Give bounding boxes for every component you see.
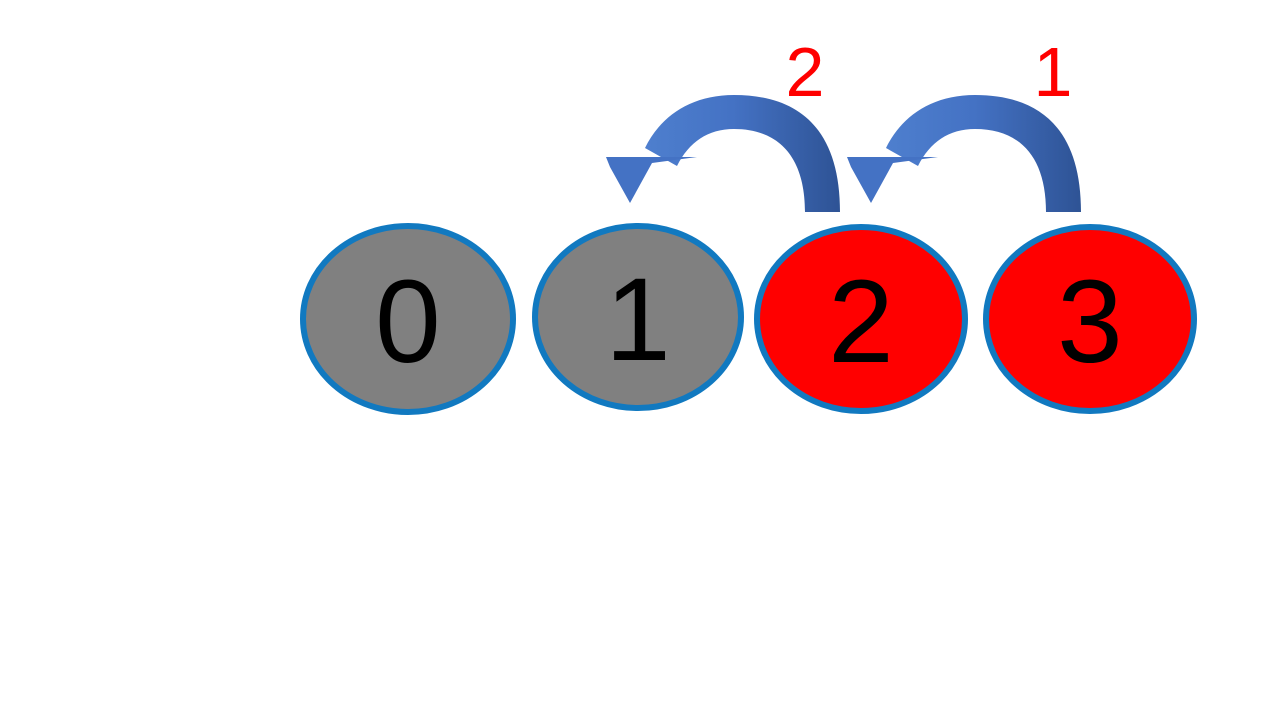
arrow-2-arc: [645, 95, 840, 212]
arrow-2-group: 2: [606, 33, 840, 212]
node-1-shape[interactable]: [532, 223, 744, 411]
arrow-1-group: 1: [847, 33, 1081, 212]
node-3-label: 3: [1057, 256, 1123, 388]
node-0-label: 0: [375, 256, 441, 388]
node-1-label: 1: [605, 254, 671, 386]
arrow-2-head: [606, 157, 697, 203]
node-2-label: 2: [828, 256, 894, 388]
node-2-shape[interactable]: [754, 224, 968, 414]
node-0[interactable]: 0: [300, 223, 516, 415]
node-3[interactable]: 3: [983, 224, 1197, 414]
node-2[interactable]: 2: [754, 224, 968, 414]
arrow-1-head: [847, 157, 938, 203]
node-3-shape[interactable]: [983, 224, 1197, 414]
node-0-shape[interactable]: [300, 223, 516, 415]
arrow-1-label: 1: [1034, 33, 1073, 111]
node-1[interactable]: 1: [532, 223, 744, 411]
arrow-2-label: 2: [786, 33, 825, 111]
arrow-1-arc: [886, 95, 1081, 212]
